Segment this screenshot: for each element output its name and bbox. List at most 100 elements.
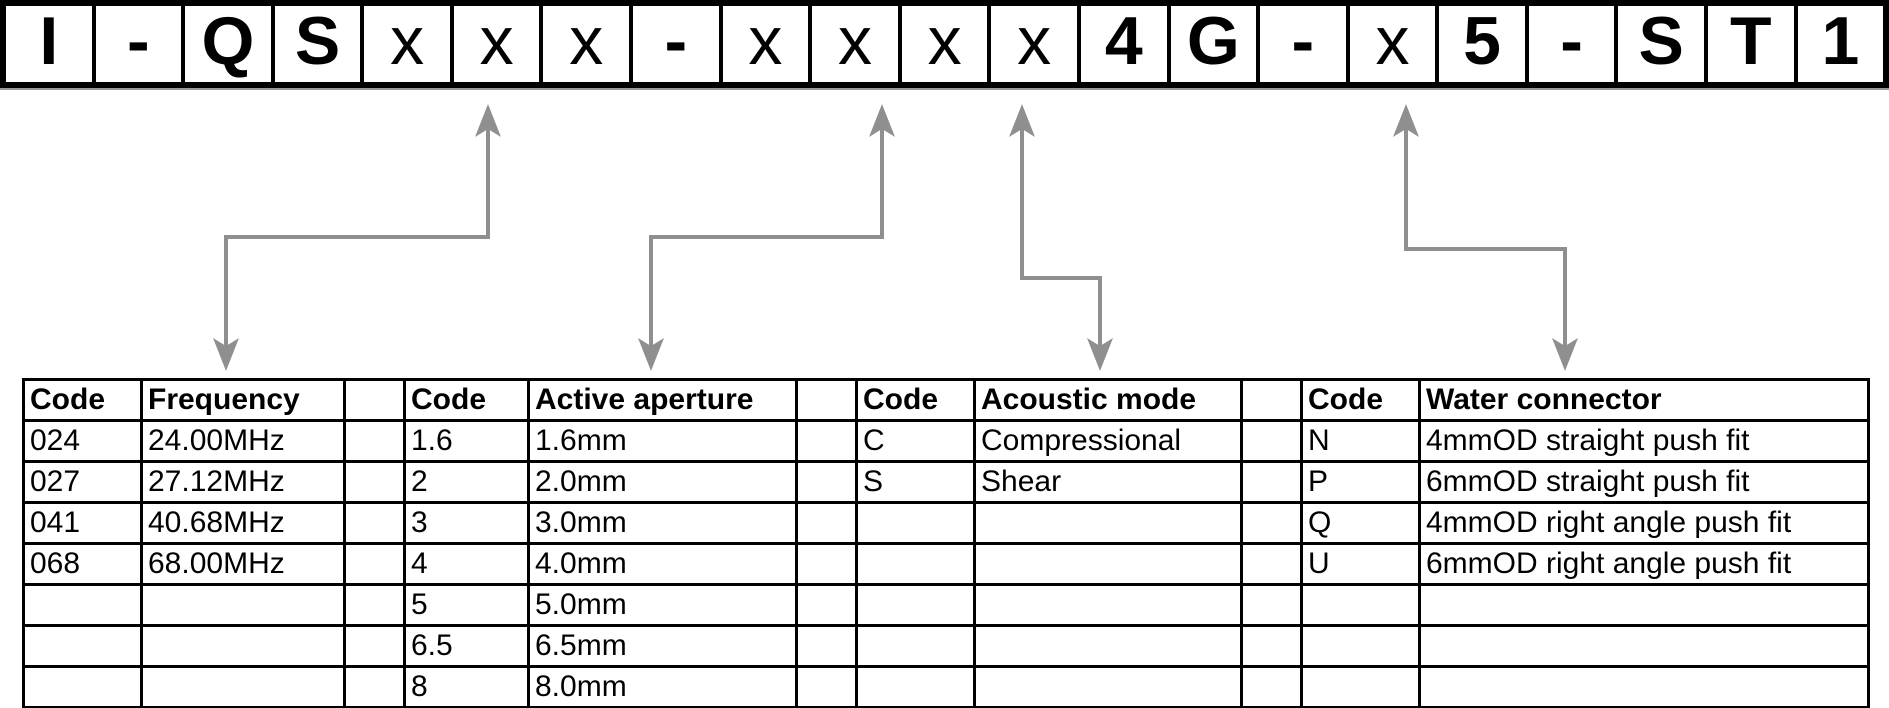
acoustic-mode-value-cell bbox=[973, 583, 1243, 627]
active-aperture-value-cell: 1.6mm bbox=[527, 419, 798, 463]
frequency-value-cell bbox=[140, 624, 346, 668]
frequency-value-header: Frequency bbox=[140, 378, 346, 422]
code-char-cell-14: - bbox=[1260, 6, 1350, 82]
spacer-cell bbox=[795, 542, 858, 586]
code-char-cell-19: T bbox=[1708, 6, 1798, 82]
code-char-cell-5: x bbox=[454, 6, 544, 82]
acoustic-mode-value-cell bbox=[973, 542, 1243, 586]
active-aperture-code-cell: 6.5 bbox=[403, 624, 530, 668]
acoustic-mode-code-cell: C bbox=[855, 419, 976, 463]
code-char-cell-1: - bbox=[96, 6, 186, 82]
code-char-cell-18: S bbox=[1618, 6, 1708, 82]
water-connector-value-cell: 6mmOD straight push fit bbox=[1418, 460, 1870, 504]
spacer-cell bbox=[795, 624, 858, 668]
spacer-cell bbox=[795, 419, 858, 463]
code-char-cell-17: - bbox=[1529, 6, 1619, 82]
frequency-code-cell bbox=[22, 624, 143, 668]
water-connector-code-cell bbox=[1300, 583, 1421, 627]
frequency-code-header: Code bbox=[22, 378, 143, 422]
acoustic-mode-code-cell bbox=[855, 583, 976, 627]
acoustic-mode-code-cell bbox=[855, 501, 976, 545]
active-aperture-code-header: Code bbox=[403, 378, 530, 422]
acoustic-mode-code-cell bbox=[855, 665, 976, 708]
active-aperture-value-cell: 5.0mm bbox=[527, 583, 798, 627]
code-char-cell-20: 1 bbox=[1821, 3, 1860, 79]
frequency-value-cell bbox=[140, 583, 346, 627]
active-aperture-value-header: Active aperture bbox=[527, 378, 798, 422]
active-aperture-value-cell: 6.5mm bbox=[527, 624, 798, 668]
active-aperture-code-cell: 4 bbox=[403, 542, 530, 586]
water-connector-code-cell bbox=[1300, 665, 1421, 708]
spacer-cell bbox=[343, 665, 406, 708]
active-aperture-code-cell: 2 bbox=[403, 460, 530, 504]
spacer-cell bbox=[1240, 583, 1303, 627]
acoustic-mode-value-cell: Shear bbox=[973, 460, 1243, 504]
spacer-cell bbox=[343, 460, 406, 504]
frequency-code-cell bbox=[22, 665, 143, 708]
water-connector-code-cell: U bbox=[1300, 542, 1421, 586]
spacer-cell bbox=[343, 419, 406, 463]
frequency-value-cell: 40.68MHz bbox=[140, 501, 346, 545]
water-connector-value-cell bbox=[1418, 665, 1870, 708]
code-char-cell-0: I bbox=[6, 6, 96, 82]
acoustic-mode-code-cell bbox=[855, 542, 976, 586]
acoustic-mode-code-header: Code bbox=[855, 378, 976, 422]
code-char-cell-16: 5 bbox=[1439, 6, 1529, 82]
water-connector-value-cell: 4mmOD straight push fit bbox=[1418, 419, 1870, 463]
code-char-cell-6: x bbox=[543, 6, 634, 82]
frequency-code-cell bbox=[22, 583, 143, 627]
spacer-cell bbox=[1240, 460, 1303, 504]
active-aperture-value-cell: 4.0mm bbox=[527, 542, 798, 586]
active-aperture-code-cell: 8 bbox=[403, 665, 530, 708]
spacer-cell bbox=[1240, 542, 1303, 586]
spacer-cell bbox=[343, 583, 406, 627]
code-char-cell-7: - bbox=[633, 6, 723, 82]
frequency-code-cell: 041 bbox=[22, 501, 143, 545]
active-aperture-value-cell: 3.0mm bbox=[527, 501, 798, 545]
water-connector-value-cell: 6mmOD right angle push fit bbox=[1418, 542, 1870, 586]
acoustic-mode-code-cell bbox=[855, 624, 976, 668]
code-char-cell-15: x bbox=[1350, 6, 1440, 82]
water-connector-code-cell: Q bbox=[1300, 501, 1421, 545]
code-char-cell-13: G bbox=[1171, 6, 1261, 82]
active-aperture-arrow-icon bbox=[638, 104, 895, 371]
frequency-code-cell: 024 bbox=[22, 419, 143, 463]
spacer-cell bbox=[1240, 501, 1303, 545]
acoustic-mode-arrow-icon bbox=[1009, 104, 1113, 371]
spacer-header-cell bbox=[1240, 378, 1303, 422]
spacer-cell bbox=[1240, 665, 1303, 708]
spacer-cell bbox=[795, 583, 858, 627]
acoustic-mode-value-cell: Compressional bbox=[973, 419, 1243, 463]
spacer-cell bbox=[795, 665, 858, 708]
frequency-arrow-icon bbox=[213, 104, 501, 371]
active-aperture-code-cell: 1.6 bbox=[403, 419, 530, 463]
spacer-cell bbox=[795, 460, 858, 504]
active-aperture-value-cell: 8.0mm bbox=[527, 665, 798, 708]
water-connector-code-header: Code bbox=[1300, 378, 1421, 422]
frequency-code-cell: 068 bbox=[22, 542, 143, 586]
water-connector-value-cell bbox=[1418, 583, 1870, 627]
water-connector-value-cell: 4mmOD right angle push fit bbox=[1418, 501, 1870, 545]
acoustic-mode-value-cell bbox=[973, 501, 1243, 545]
code-char-cell-8: x bbox=[723, 6, 813, 82]
code-char-cell-10: x bbox=[902, 6, 992, 82]
spacer-cell bbox=[1240, 624, 1303, 668]
code-char-cell-2: Q bbox=[185, 6, 275, 82]
acoustic-mode-code-cell: S bbox=[855, 460, 976, 504]
frequency-code-cell: 027 bbox=[22, 460, 143, 504]
spacer-cell bbox=[343, 624, 406, 668]
spacer-cell bbox=[343, 542, 406, 586]
water-connector-value-cell bbox=[1418, 624, 1870, 668]
active-aperture-value-cell: 2.0mm bbox=[527, 460, 798, 504]
